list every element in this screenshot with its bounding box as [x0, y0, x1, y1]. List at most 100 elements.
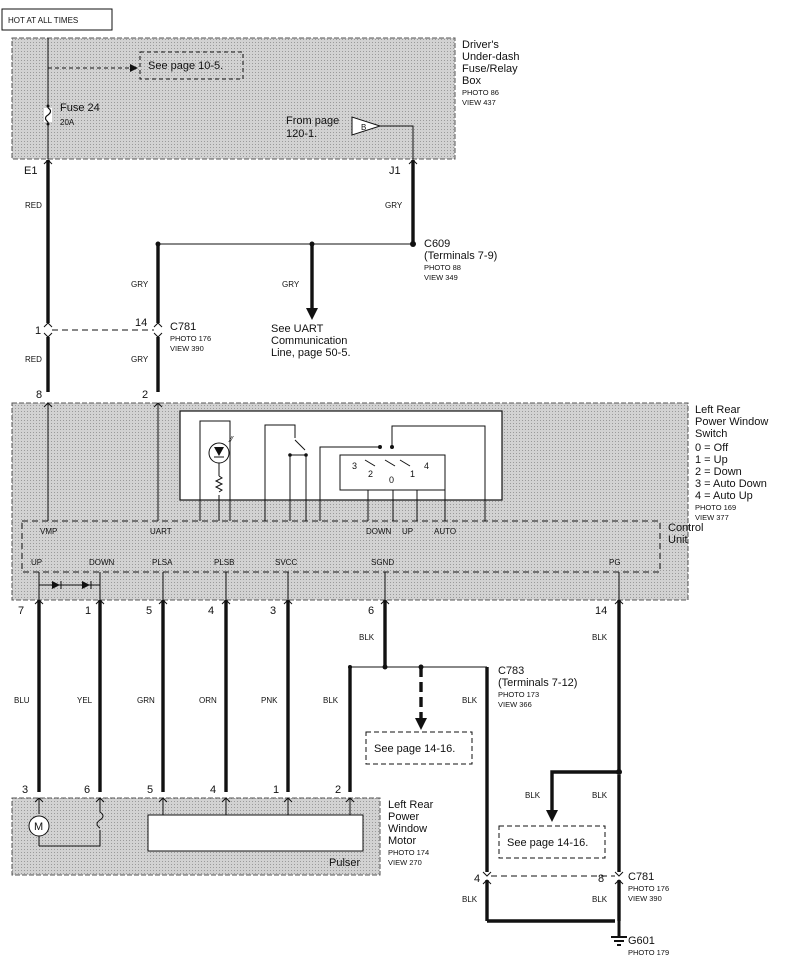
wire-orn: ORN	[199, 696, 217, 705]
c781-top-pin-14: 14	[135, 317, 147, 329]
motor-title-1: Left Rear	[388, 799, 434, 811]
fuse-box-photo: PHOTO 86	[462, 88, 499, 97]
from-page-line2: 120-1.	[286, 128, 317, 140]
c781-top-pin-1: 1	[35, 325, 41, 337]
c781-bottom-pin-4: 4	[474, 873, 480, 885]
terminal-j1: J1	[389, 165, 401, 177]
motor-pin-5: 5	[147, 784, 153, 796]
c783-name: C783	[498, 665, 524, 677]
switch-pos-1: 1	[410, 469, 415, 479]
fuse-rating: 20A	[60, 118, 75, 127]
c781-bottom-pin-8: 8	[598, 873, 604, 885]
uart-ref-line3: Line, page 50-5.	[271, 347, 351, 359]
switch-pin-5: 5	[146, 605, 152, 617]
mode-3: 3 = Auto Down	[695, 478, 767, 490]
motor-photo: PHOTO 174	[388, 848, 429, 857]
cu-label-auto: AUTO	[434, 527, 456, 536]
wire-blu: BLU	[14, 696, 30, 705]
wire-blk-1: BLK	[359, 633, 375, 642]
switch-pin-6: 6	[368, 605, 374, 617]
g601-name: G601	[628, 935, 655, 947]
wire-gry-label-3: GRY	[282, 280, 300, 289]
motor-pin-3: 3	[22, 784, 28, 796]
fuse-box-title-1: Driver's	[462, 39, 499, 51]
switch-title-2: Power Window	[695, 416, 768, 428]
pulser-label: Pulser	[329, 857, 361, 869]
see-page-14-16-box-1	[365, 731, 473, 765]
power-window-switch: ⁄⁄ 3 2 0 1 4 VMP UART DOWN UP AUTO UP DO…	[11, 402, 689, 601]
motor-view: VIEW 270	[388, 858, 422, 867]
from-page-line1: From page	[286, 115, 339, 127]
c781-top-name: C781	[170, 321, 196, 333]
switch-view: VIEW 377	[695, 513, 729, 522]
fuse-name: Fuse 24	[60, 102, 100, 114]
switch-pin-1: 1	[85, 605, 91, 617]
wire-blk-2: BLK	[323, 696, 339, 705]
switch-title-1: Left Rear	[695, 404, 741, 416]
c781-bottom-name: C781	[628, 871, 654, 883]
switch-pin-3: 3	[270, 605, 276, 617]
connector-flag-icon	[351, 116, 382, 136]
see-page-arrow-icon-2	[546, 810, 558, 822]
wire-yel: YEL	[77, 696, 93, 705]
cu-label-svcc: SVCC	[275, 558, 297, 567]
control-unit-line2: Unit	[668, 534, 688, 546]
wire-blk-3: BLK	[462, 696, 478, 705]
cu-label-pg: PG	[609, 558, 621, 567]
wire-gry-label-2: GRY	[131, 280, 149, 289]
arrow-icon	[130, 64, 138, 72]
terminal-e1: E1	[24, 165, 37, 177]
switch-pos-2: 2	[368, 469, 373, 479]
see-page-10-5: See page 10-5.	[148, 60, 223, 72]
cu-label-plsb: PLSB	[214, 558, 234, 567]
led-icon	[214, 447, 224, 456]
c783-terminals: (Terminals 7-12)	[498, 677, 577, 689]
see-page-14-16-box-2	[498, 825, 606, 859]
wire-red-label-2: RED	[25, 355, 42, 364]
switch-pos-3: 3	[352, 461, 357, 471]
fuse-box-title-4: Box	[462, 75, 481, 87]
motor-pin-2: 2	[335, 784, 341, 796]
switch-pin-4: 4	[208, 605, 214, 617]
c609-name: C609	[424, 238, 450, 250]
cu-label-plsa: PLSA	[152, 558, 173, 567]
switch-pos-4: 4	[424, 461, 429, 471]
switch-pin-14: 14	[595, 605, 607, 617]
c783-photo: PHOTO 173	[498, 690, 539, 699]
uart-ref-line1: See UART	[271, 323, 324, 335]
c781-bottom-photo: PHOTO 176	[628, 884, 669, 893]
cu-label-down: DOWN	[366, 527, 392, 536]
c609-terminals: (Terminals 7-9)	[424, 250, 497, 262]
fuse-relay-box: See page 10-5. Fuse 24 20A From page 120…	[11, 37, 456, 160]
motor-title-3: Window	[388, 823, 427, 835]
c783-view: VIEW 366	[498, 700, 532, 709]
mode-4: 4 = Auto Up	[695, 490, 753, 502]
c609-view: VIEW 349	[424, 273, 458, 282]
switch-photo: PHOTO 169	[695, 503, 736, 512]
switch-pin-7: 7	[18, 605, 24, 617]
cu-label-down-lower: DOWN	[89, 558, 115, 567]
wire-pnk: PNK	[261, 696, 278, 705]
motor-pin-4: 4	[210, 784, 216, 796]
cu-label-sgnd: SGND	[371, 558, 394, 567]
mode-1: 1 = Up	[695, 454, 728, 466]
cu-label-up: UP	[402, 527, 413, 536]
motor-title-2: Power	[388, 811, 420, 823]
power-window-motor: M Pulser	[11, 797, 381, 876]
c781-top-photo: PHOTO 176	[170, 334, 211, 343]
see-page-14-16-text-1: See page 14-16.	[374, 743, 455, 755]
fuse-box-title-2: Under-dash	[462, 51, 519, 63]
cu-label-vmp: VMP	[40, 527, 57, 536]
cu-label-up-lower: UP	[31, 558, 42, 567]
cu-label-uart: UART	[150, 527, 172, 536]
wire-blk-7: BLK	[462, 895, 478, 904]
mode-0: 0 = Off	[695, 442, 729, 454]
motor-pin-6: 6	[84, 784, 90, 796]
uart-arrow-icon	[306, 308, 318, 320]
wire-gry-label-4: GRY	[131, 355, 149, 364]
light-icon: ⁄⁄	[228, 435, 234, 444]
ground-icon	[611, 921, 627, 946]
c781-top-view: VIEW 390	[170, 344, 204, 353]
motor-title-4: Motor	[388, 835, 416, 847]
see-page-arrow-icon	[415, 718, 427, 730]
